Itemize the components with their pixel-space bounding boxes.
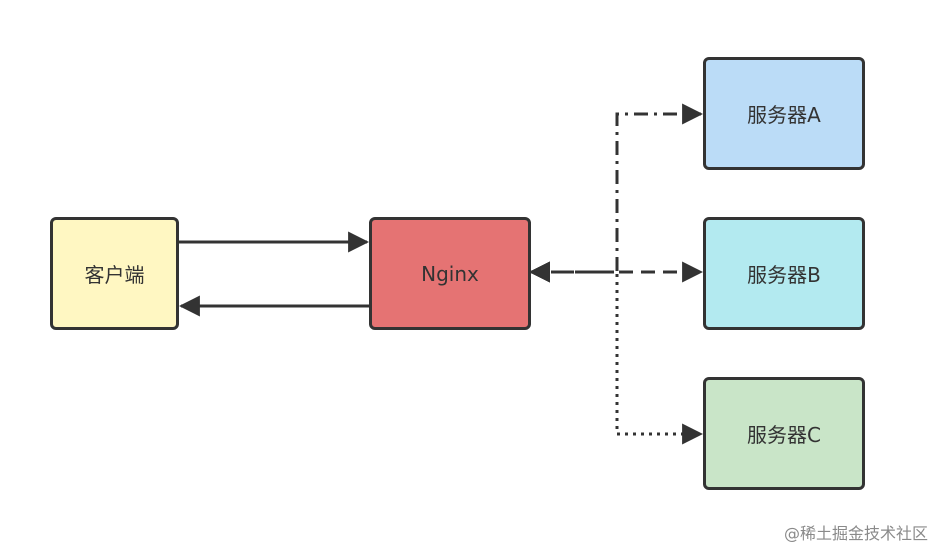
node-client-label: 客户端: [84, 263, 145, 287]
edge-nginx-to-server-a: [528, 103, 704, 283]
node-server-b-label: 服务器B: [747, 263, 821, 287]
node-nginx: Nginx: [369, 217, 531, 330]
node-client: 客户端: [50, 217, 179, 330]
watermark-text: @稀土掘金技术社区: [783, 524, 928, 543]
node-server-c: 服务器C: [703, 377, 865, 490]
node-server-c-label: 服务器C: [747, 423, 821, 447]
node-nginx-label: Nginx: [421, 261, 479, 286]
edge-nginx-to-server-c: [528, 261, 704, 445]
node-server-a-label: 服务器A: [747, 103, 821, 127]
node-server-a: 服务器A: [703, 57, 865, 170]
node-server-b: 服务器B: [703, 217, 865, 330]
